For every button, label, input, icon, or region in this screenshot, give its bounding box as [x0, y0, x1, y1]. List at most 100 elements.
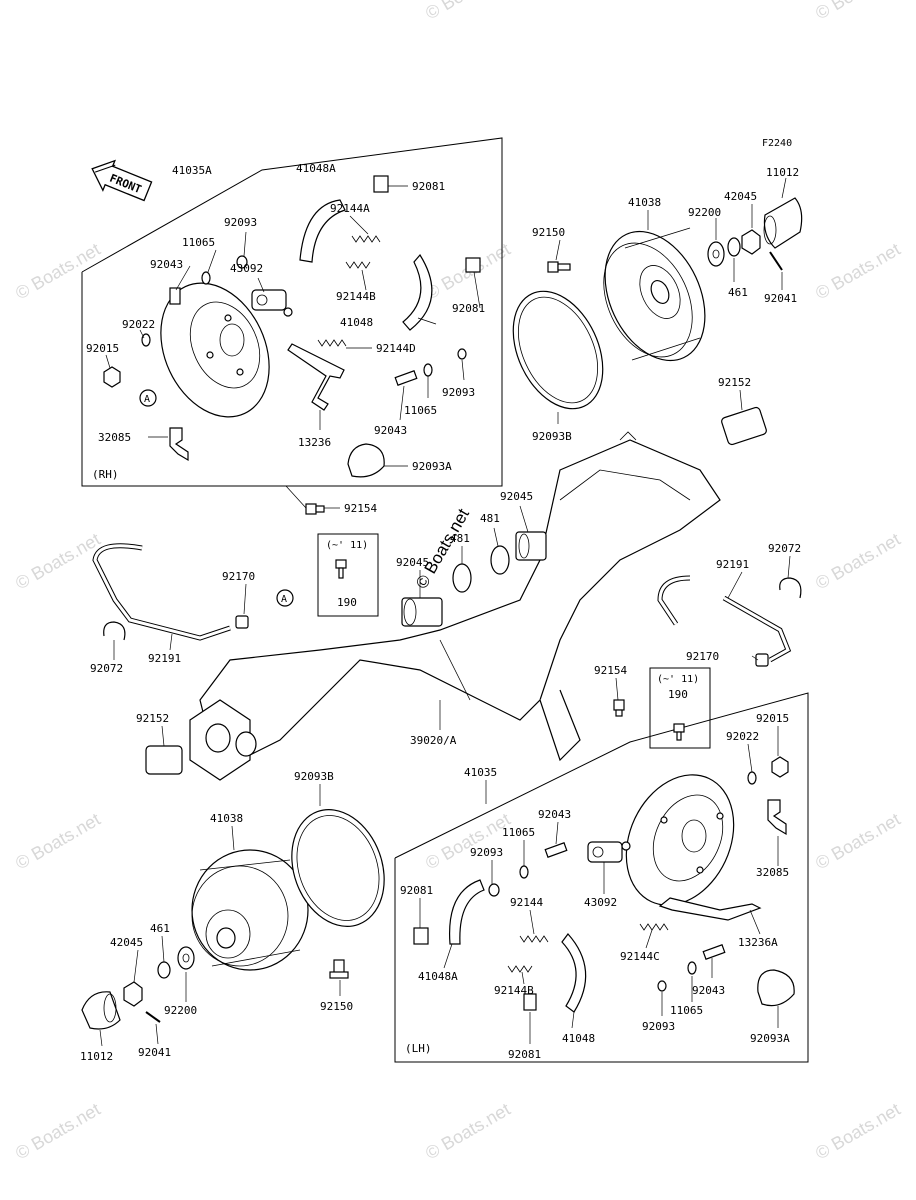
cotter-pin-92041-bottom [145, 1011, 161, 1023]
part-label: 32085 [98, 431, 131, 444]
watermark: © Boats.net [12, 239, 104, 303]
part-label: 481 [450, 532, 470, 545]
lever-13236a [658, 897, 762, 921]
rh-brake-group-outline [81, 137, 503, 487]
part-label: 11012 [766, 166, 799, 179]
spring-92144 [519, 935, 549, 943]
part-label: 92191 [716, 558, 749, 571]
washer-461-top [727, 237, 741, 257]
bolt-92154-top [305, 503, 325, 515]
part-label: 92191 [148, 652, 181, 665]
watermark: © Boats.net [812, 239, 904, 303]
washer-92022-bottom [747, 771, 757, 785]
snapring-481-a [452, 563, 472, 593]
part-label: 92093 [442, 386, 475, 399]
snapring-481-b [490, 545, 510, 575]
part-label: 92144B [494, 984, 534, 997]
pin-92043-top2 [394, 370, 418, 386]
part-label: 13236 [298, 436, 331, 449]
bushing-92152-top [721, 406, 767, 446]
part-label: 92043 [150, 258, 183, 271]
lever-13236 [287, 343, 345, 411]
diagram-code: F2240 [762, 138, 792, 149]
clip-32085-bottom [767, 799, 787, 836]
part-label: 92045 [500, 490, 533, 503]
part-label: 11065 [670, 1004, 703, 1017]
pad-92081-top2 [465, 257, 481, 273]
part-label: 13236A [738, 936, 778, 949]
ref-circle-a-label: A [144, 394, 150, 405]
boot-92093a-top [347, 443, 385, 478]
nut-92093-top [236, 255, 248, 269]
washer-461-bottom [157, 961, 171, 979]
part-label: 92081 [400, 884, 433, 897]
part-label: 42045 [110, 936, 143, 949]
part-label: 41035A [172, 164, 212, 177]
nut-42045-top [741, 229, 761, 255]
watermark: © Boats.net [812, 529, 904, 593]
part-label: 92200 [688, 206, 721, 219]
leader-lines [99, 177, 791, 1047]
seal-ring-top [512, 290, 604, 410]
part-label: 92072 [90, 662, 123, 675]
bushing-92152-left [145, 745, 183, 775]
part-label: 92072 [768, 542, 801, 555]
boot-92093a-bottom [757, 969, 795, 1007]
label-190: 190 [668, 688, 688, 701]
pin-92043-bottom2 [702, 944, 726, 960]
cap-11012-top [763, 197, 803, 249]
pad-92081-bottom1 [413, 927, 429, 945]
part-label: 461 [728, 286, 748, 299]
part-label: 92152 [718, 376, 751, 389]
lh-side-label: (LH) [405, 1042, 432, 1055]
part-label: 92154 [594, 664, 627, 677]
bolt-190-icon [335, 559, 347, 579]
part-label: 92093B [532, 430, 572, 443]
part-label: 92041 [764, 292, 797, 305]
part-label: 92093A [750, 1032, 790, 1045]
part-label: 92041 [138, 1046, 171, 1059]
part-label: 92043 [692, 984, 725, 997]
watermark: © Boats.net [422, 809, 514, 873]
cap-11012-bottom [81, 991, 121, 1030]
part-label: 11012 [80, 1050, 113, 1063]
washer-92022-top [141, 333, 151, 347]
watermark: © Boats.net [12, 809, 104, 873]
part-label: 11065 [404, 404, 437, 417]
lh-brake-group-outline [394, 692, 809, 1063]
part-label: 92144A [330, 202, 370, 215]
part-label: 92081 [412, 180, 445, 193]
watermark: © Boats.net [422, 0, 514, 23]
part-labels: 11012 42045 92200 41038 92150 461 92041 … [80, 162, 801, 1063]
part-label: 92170 [686, 650, 719, 663]
part-label: 92154 [344, 502, 377, 515]
part-label: 11065 [502, 826, 535, 839]
part-label: 11065 [182, 236, 215, 249]
clamp-92170-right [755, 653, 769, 667]
part-label: 92144D [376, 342, 416, 355]
part-label: 32085 [756, 866, 789, 879]
part-label: 92093 [470, 846, 503, 859]
spring-92144a [351, 235, 381, 243]
part-label: 92144C [620, 950, 660, 963]
shoe-41048a-bottom [448, 879, 485, 945]
part-label: 42045 [724, 190, 757, 203]
nut-92093-bottom2 [657, 980, 667, 992]
shoe-41048-top [402, 253, 433, 331]
clamp-92170-left [235, 615, 249, 629]
nut-92093-bottom [488, 883, 500, 897]
part-label: 92015 [756, 712, 789, 725]
version-note: (~' 11) [326, 540, 368, 551]
ref-circle-a-label: A [281, 594, 287, 605]
pin-92043-bottom [544, 842, 568, 858]
nut-92015-top [103, 366, 121, 388]
hose-92191-right [657, 575, 792, 663]
part-label: 481 [480, 512, 500, 525]
clip-32085-top [169, 427, 189, 462]
spring-92144b-bottom [507, 965, 533, 973]
watermark: © Boats.net [812, 0, 904, 23]
washer-92200-top [707, 241, 725, 267]
part-label: 39020/A [410, 734, 457, 747]
part-label: 41038 [210, 812, 243, 825]
part-label: 92015 [86, 342, 119, 355]
